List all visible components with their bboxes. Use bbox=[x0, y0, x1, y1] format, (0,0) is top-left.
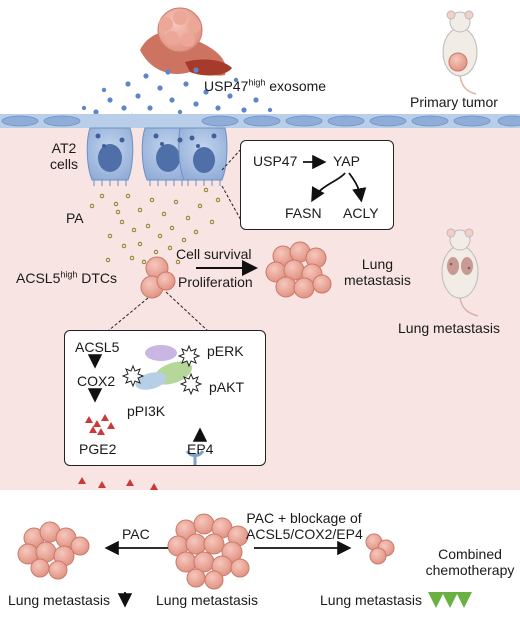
right-outcome-label: Lung metastasis bbox=[320, 592, 422, 608]
lung-metastasis-cluster-icon bbox=[265, 241, 332, 299]
perk-label: pERK bbox=[207, 343, 244, 359]
mouse-primary-tumor-icon bbox=[442, 10, 478, 95]
alveolar-membrane bbox=[0, 114, 520, 128]
cell-survival-label: Cell survival bbox=[176, 246, 252, 262]
usp47-yap-box: USP47 YAP FASN ACLY bbox=[240, 140, 394, 230]
ep4-label: EP4 bbox=[187, 441, 214, 457]
proliferation-label: Proliferation bbox=[178, 274, 253, 290]
dtc-label: ACSL5high DTCs bbox=[16, 269, 118, 286]
circulation-region bbox=[0, 0, 520, 118]
left-outcome-label: Lung metastasis bbox=[8, 592, 110, 608]
acsl5-pathway-box: ACSL5 COX2 PGE2 pERK pAKT pPI3K EP4 bbox=[64, 330, 266, 466]
exosome-label: USP47high exosome bbox=[204, 77, 327, 94]
usp47-yap-arrows bbox=[303, 154, 367, 203]
yap-label: YAP bbox=[333, 153, 360, 169]
acsl5-label: ACSL5 bbox=[75, 339, 120, 355]
primary-tumor-icon bbox=[140, 7, 232, 76]
primary-tumor-label: Primary tumor bbox=[410, 94, 498, 110]
bottom-right-cluster-icon bbox=[365, 533, 395, 565]
usp47-label: USP47 bbox=[253, 153, 298, 169]
acly-label: ACLY bbox=[343, 205, 379, 221]
bottom-center-cluster-icon bbox=[167, 513, 250, 590]
ppi3k-label: pPI3K bbox=[127, 403, 166, 419]
center-outcome-label: Lung metastasis bbox=[156, 592, 258, 608]
pathway-arrows bbox=[85, 344, 208, 465]
pa-label: PA bbox=[66, 210, 84, 226]
bottom-left-cluster-icon bbox=[17, 521, 90, 580]
at2-cells bbox=[86, 127, 228, 186]
mouse-lung-metastasis-icon bbox=[441, 228, 479, 317]
mouse-lung-metastasis-label: Lung metastasis bbox=[398, 320, 500, 336]
pac-label: PAC bbox=[122, 526, 150, 542]
pakt-label: pAKT bbox=[209, 379, 245, 395]
pa-lipid-dots bbox=[89, 187, 221, 265]
fasn-label: FASN bbox=[285, 205, 322, 221]
pge2-triangles-outside bbox=[78, 477, 158, 490]
dtc-cluster-icon bbox=[140, 256, 176, 299]
cox2-label: COX2 bbox=[77, 373, 116, 389]
exosome-dots bbox=[81, 67, 273, 119]
pge2-label: PGE2 bbox=[79, 441, 117, 457]
